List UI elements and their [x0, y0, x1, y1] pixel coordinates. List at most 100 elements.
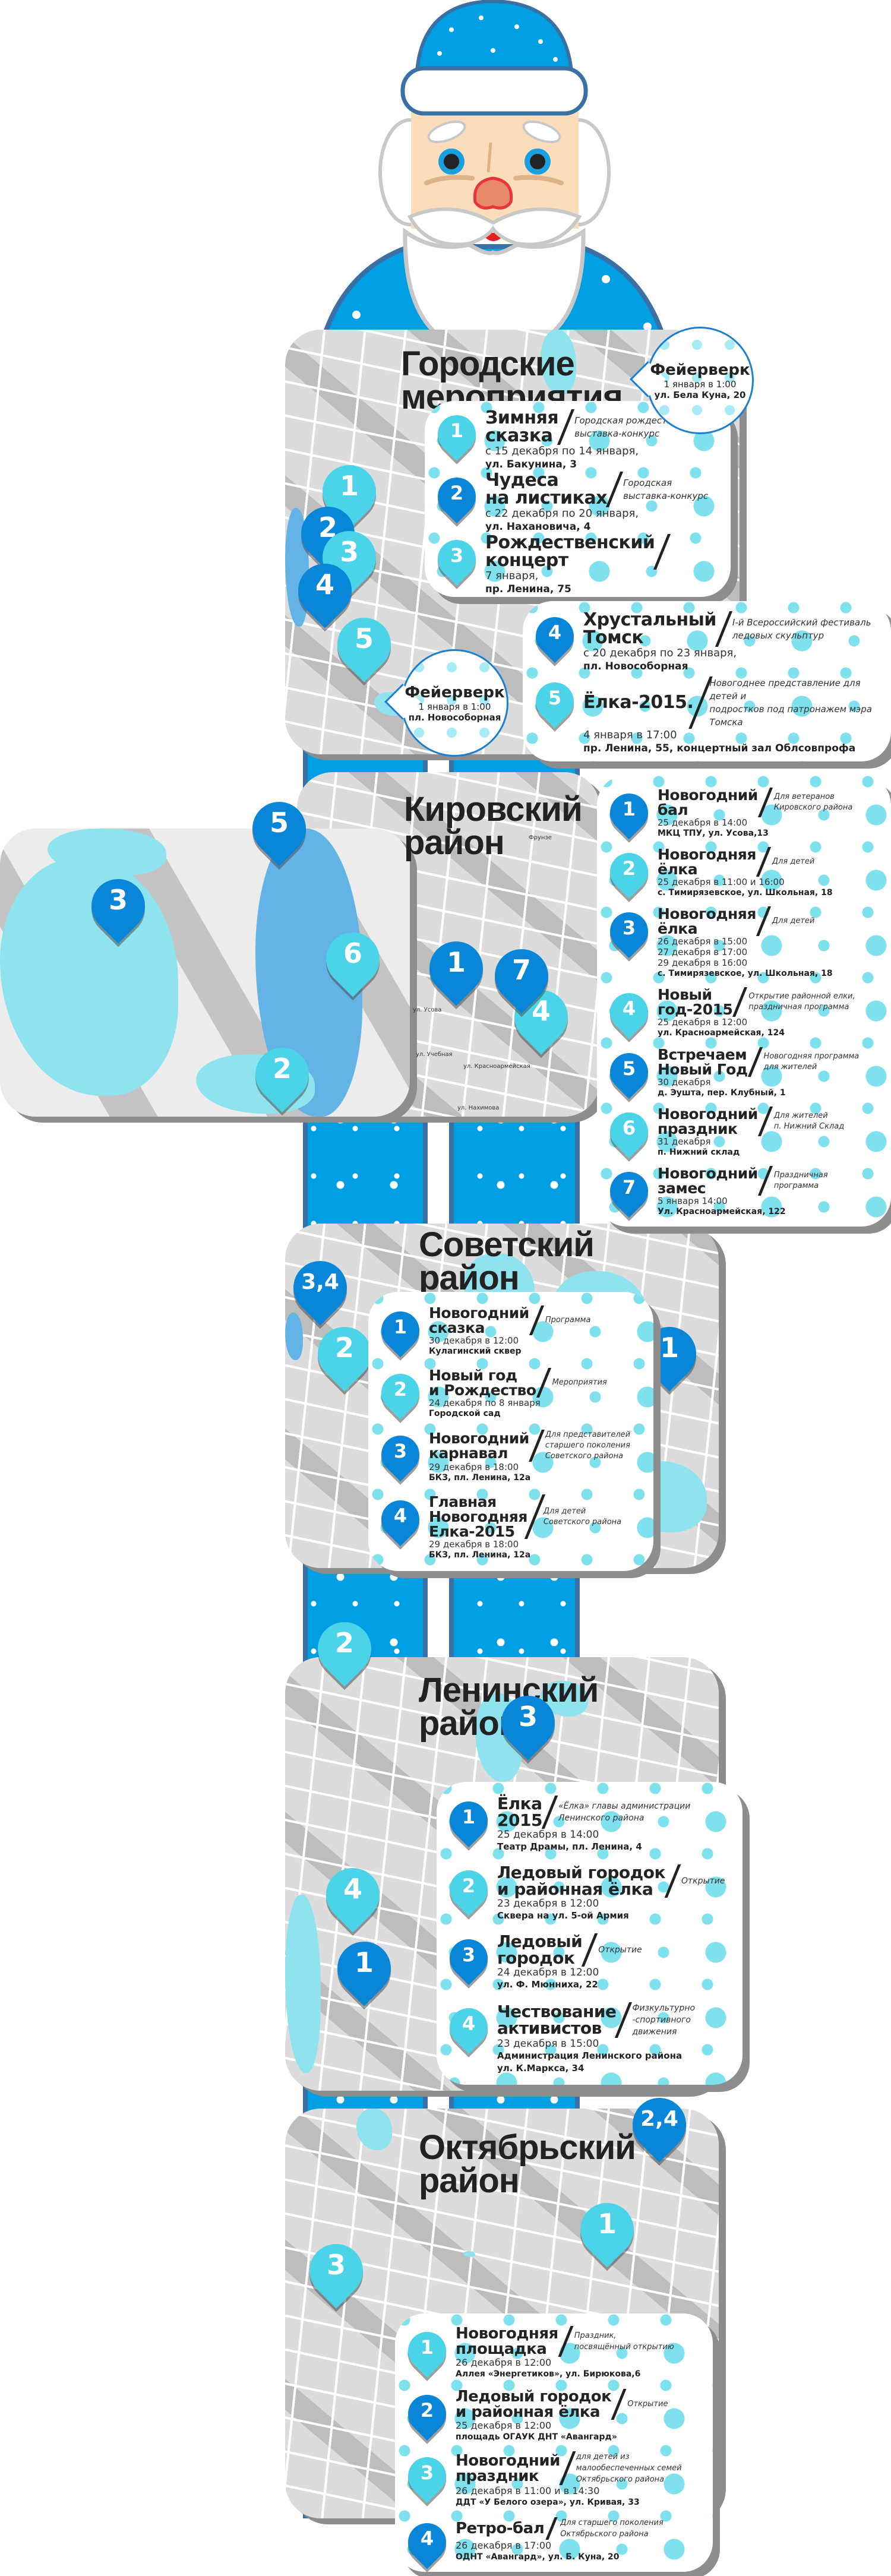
event-place: ул. Красноармейская, 124: [658, 1028, 785, 1038]
pin-number: 2: [450, 482, 464, 504]
water-area: [0, 858, 178, 1096]
event-place: пл. Новособорная: [583, 660, 688, 672]
event-date: 5 января 14:00: [658, 1196, 728, 1207]
map-pin-marker: 5: [527, 674, 582, 728]
pin-number: 3: [326, 2249, 346, 2281]
pin-number: 1: [450, 419, 464, 442]
slash-divider: [529, 1305, 544, 1335]
pin-number: 2: [334, 1332, 354, 1364]
slash-divider: [757, 787, 773, 817]
pin-number: 1: [446, 946, 466, 978]
event-name: Новогодняя ёлка: [658, 845, 756, 878]
event-name: Зимняя сказка: [485, 407, 559, 446]
map-pin-marker: 3: [441, 1931, 496, 1986]
pin-number: 7: [622, 1176, 636, 1199]
pin-number: 2: [393, 1377, 407, 1401]
pin-number: 4: [462, 2012, 476, 2035]
event-description: Физкультурно -спортивного движения: [632, 2003, 696, 2037]
pin-number: 3: [462, 1943, 476, 1966]
event-date: 29 декабря в 18:00: [429, 1539, 519, 1550]
event-description: Новогоднее представление для детей и под…: [709, 677, 872, 728]
map-pin-marker: 1: [400, 2324, 454, 2378]
pin-number: 2: [462, 1875, 476, 1898]
santa-eyebrow-left: [427, 120, 466, 144]
santa-cheek-lines: [424, 175, 564, 185]
event-description: Для детей Советского района: [543, 1506, 622, 1526]
event-place: п. Нижний склад: [658, 1148, 740, 1158]
slash-divider: [557, 409, 575, 445]
event-description: «Ёлка» главы администрации Ленинского ра…: [558, 1801, 691, 1823]
slash-divider: [747, 1047, 763, 1077]
pin-number: 4: [622, 997, 636, 1020]
pin-number: 1: [462, 1806, 476, 1829]
event-item: 1 Ёлка 2015 «Ёлка» главы администрации Лен…: [441, 1794, 732, 1853]
pin-number: 1: [597, 2208, 617, 2240]
map-pin-marker: 4: [315, 1857, 391, 1933]
pin-number: 2: [334, 1627, 354, 1659]
pin-number: 1: [339, 470, 359, 502]
map-pin-marker: 6: [315, 921, 391, 997]
event-description: Открытие: [627, 2400, 668, 2409]
event-date: 24 декабря в 12:00: [497, 1966, 599, 1978]
slash-divider: [756, 846, 772, 877]
map-pin-marker: 1: [311, 454, 387, 530]
event-description: I-й Всероссийский фестиваль ледовых скул…: [732, 617, 871, 641]
slash-divider: [558, 2326, 574, 2357]
map-pin-marker: 2: [373, 1366, 428, 1420]
event-place: Сквера на ул. 5-ой Армия: [497, 1910, 629, 1921]
pin-number: 1: [420, 2336, 434, 2359]
event-date: 30 декабря: [658, 1076, 711, 1088]
event-date: с 20 декабря по 23 января,: [583, 646, 737, 659]
pin-number: 3: [420, 2461, 434, 2485]
map-pin-marker: 4: [527, 609, 582, 663]
slash-divider: [545, 2517, 558, 2540]
santa-hat: [415, 0, 574, 73]
event-date: 23 декабря в 12:00: [497, 1898, 599, 1910]
pin-number: 1: [354, 1946, 374, 1978]
event-header: Ёлка 2015 «Ёлка» главы администрации Лени…: [497, 1796, 732, 1829]
pin-number: 3: [450, 544, 464, 567]
map-pin-marker: 3: [490, 1684, 566, 1760]
map-pin-marker: 2: [307, 1316, 383, 1392]
event-place: Городской сад: [429, 1408, 501, 1418]
pin-number: 3: [339, 536, 359, 568]
map-pin-marker: 2: [602, 845, 656, 899]
slash-divider: [524, 1494, 546, 1540]
pin-number: 4: [393, 1504, 407, 1528]
event-name: Ретро-бал: [456, 2519, 545, 2537]
slash-divider: [653, 534, 671, 570]
santa-eyes: [438, 148, 551, 175]
event-date: 24 декабря по 8 января: [429, 1397, 541, 1408]
map-pin-marker: 2: [307, 1611, 383, 1687]
pin-number: 3: [393, 1440, 407, 1463]
section-title: Советский район: [419, 1225, 595, 1297]
map-pin-marker: 1: [602, 785, 656, 839]
event-name: Ёлка 2015: [497, 1794, 542, 1831]
event-date: 26 декабря в 12:00: [456, 2357, 552, 2369]
event-description: Открытие районной елки, праздничная прог…: [748, 992, 855, 1012]
map-pin-marker: 1: [441, 1794, 496, 1848]
